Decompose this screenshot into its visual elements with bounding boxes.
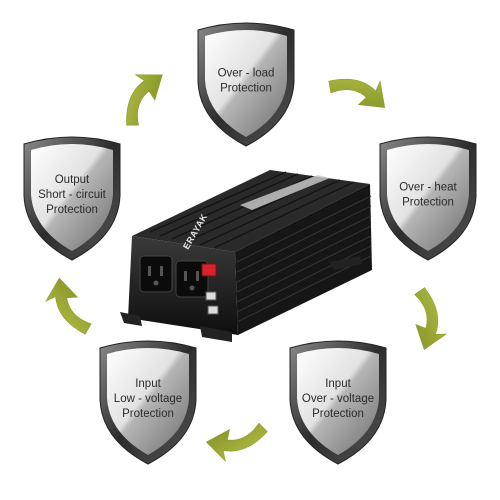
curved-arrow-icon — [205, 422, 268, 462]
shield-label-line: Protection — [312, 408, 364, 420]
shield-label-line: Input — [135, 378, 161, 390]
curved-arrow-icon — [105, 60, 177, 132]
shield-label-line: Low - voltage — [114, 393, 182, 405]
shield-label-line: Protection — [402, 197, 454, 209]
shield-label-line: Input — [325, 378, 351, 390]
curved-arrow-icon — [323, 56, 397, 124]
shield-label-line: Protection — [220, 83, 272, 95]
curved-arrow-icon — [40, 272, 94, 343]
power-switch — [201, 263, 217, 277]
shield-label-line: Protection — [46, 204, 98, 216]
shield-label-line: Over - load — [218, 68, 275, 80]
shield-label-line: Over - voltage — [302, 393, 374, 405]
power-inverter-image: ERAYAK — [120, 170, 372, 342]
shield-label-line: Protection — [122, 408, 174, 420]
curved-arrow-icon — [405, 285, 454, 354]
shield-label-line: Short - circuit — [38, 189, 107, 201]
shield-label-line: Over - heat — [399, 182, 457, 194]
shield-label-line: Output — [55, 174, 90, 186]
